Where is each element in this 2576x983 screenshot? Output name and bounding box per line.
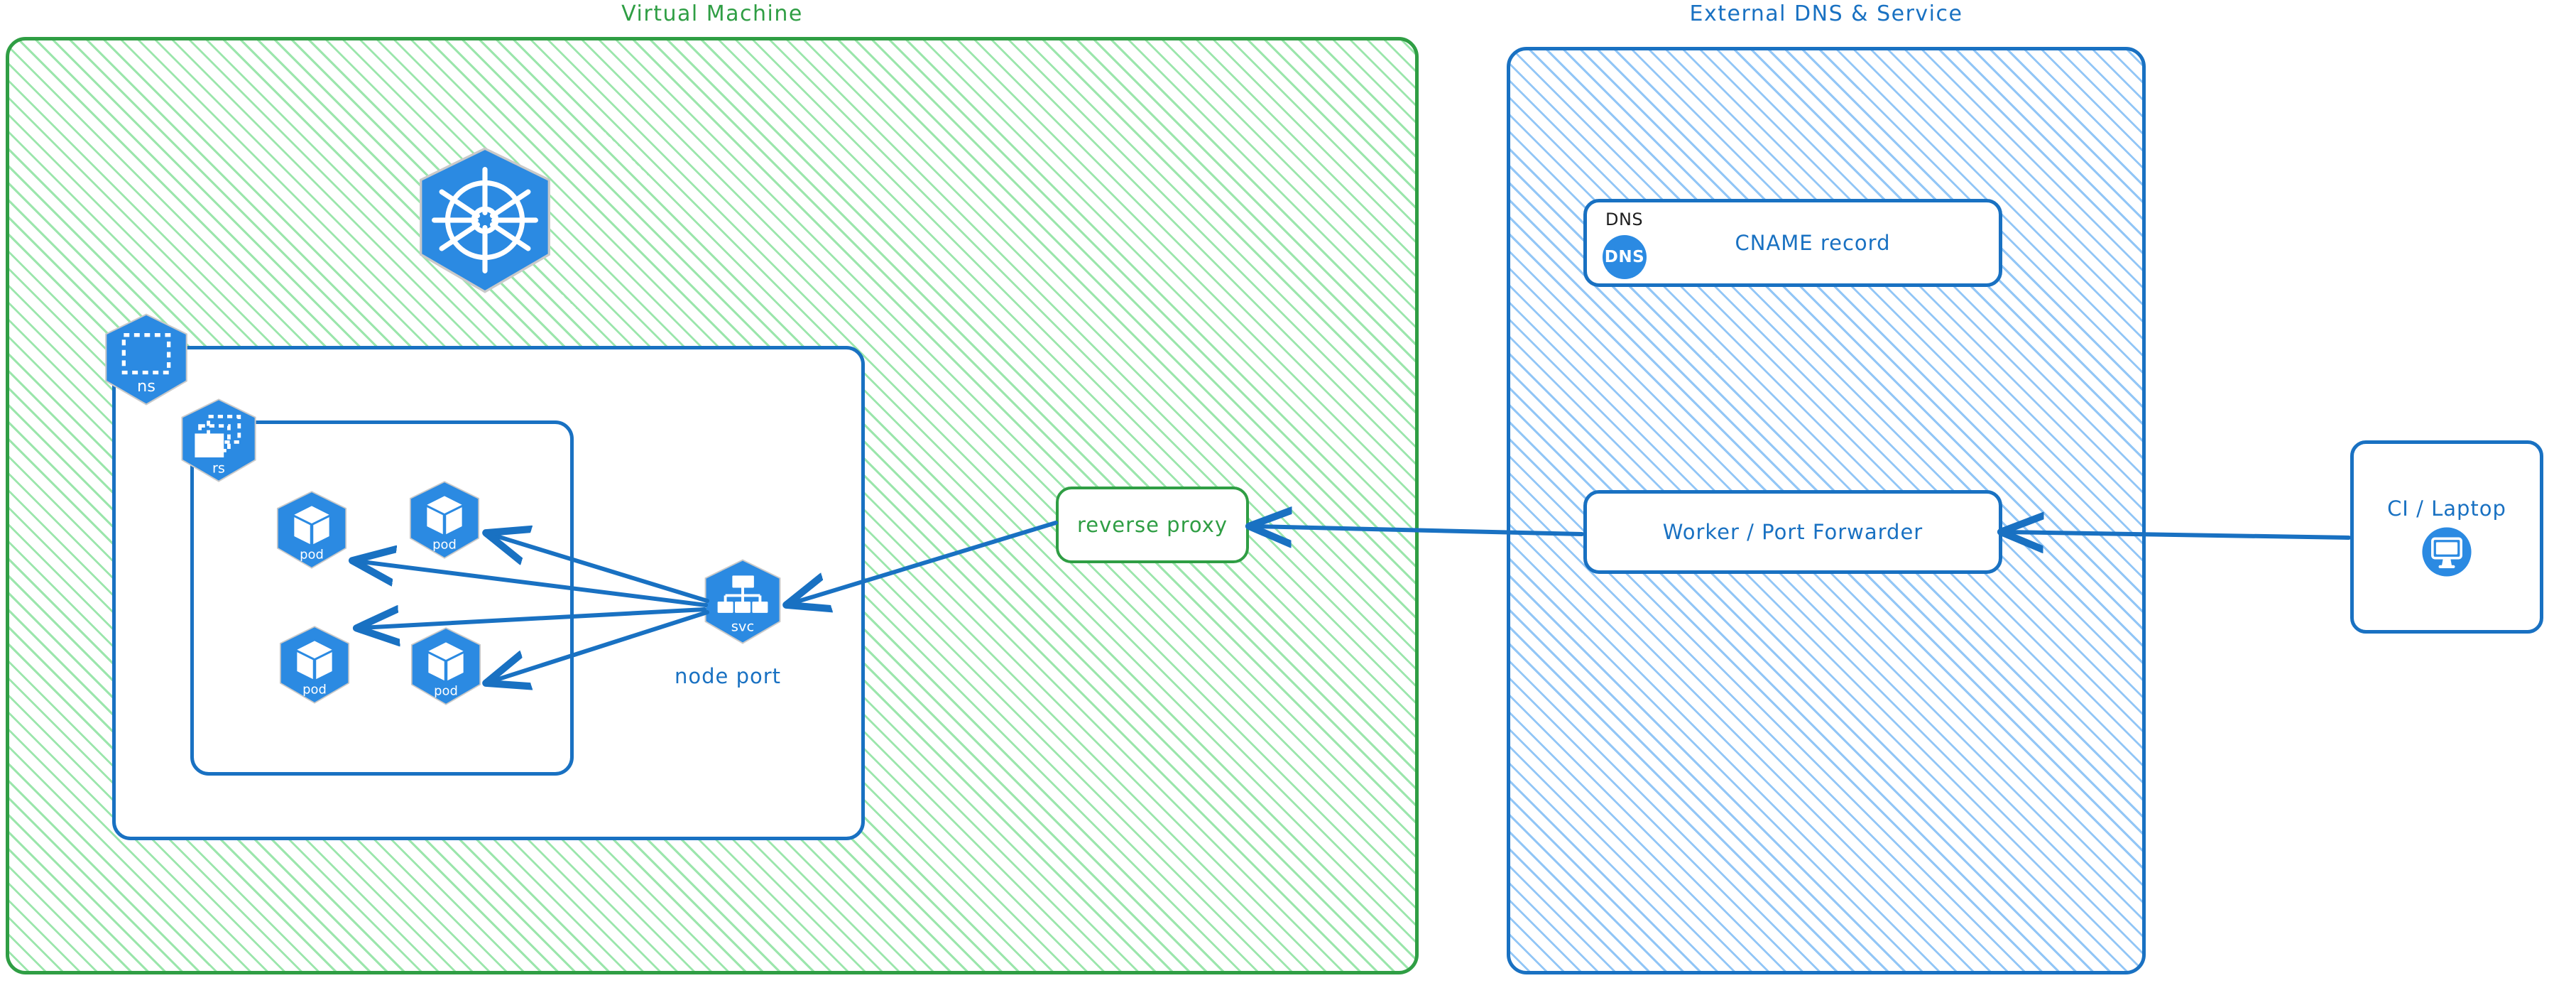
k8s-replicaset-icon: rs [176,398,261,483]
namespace-icon-label: ns [137,377,155,396]
reverse-proxy-box[interactable]: reverse proxy [1056,487,1249,563]
dns-cname-record-card[interactable]: DNS DNS CNAME record [1583,199,2002,287]
k8s-pod-icon: pod [272,490,351,570]
replicaset-icon-label: rs [212,460,225,477]
svg-text:pod: pod [300,547,324,562]
svg-text:svc: svc [731,618,754,634]
k8s-namespace-icon: ns [99,313,193,406]
dns-badge-icon: DNS [1603,235,1647,279]
k8s-pod-icon: pod [405,480,484,560]
kubernetes-logo [410,146,560,295]
desktop-monitor-icon [2421,526,2472,577]
k8s-service-icon: svc [699,558,786,645]
worker-port-forwarder-box[interactable]: Worker / Port Forwarder [1583,490,2002,574]
k8s-pod-icon: pod [275,625,354,705]
svg-text:pod: pod [434,683,458,698]
reverse-proxy-label: reverse proxy [1076,513,1228,537]
k8s-pod-icon: pod [406,626,486,706]
group-title-external-dns-service: External DNS & Service [1689,1,1963,26]
group-title-virtual-machine: Virtual Machine [621,1,803,26]
dns-cname-record-label: CNAME record [1735,231,1891,255]
worker-port-forwarder-label: Worker / Port Forwarder [1662,520,1923,544]
node-port-caption: node port [675,664,782,688]
ci-laptop-box[interactable]: CI / Laptop [2350,440,2543,634]
dns-card-title: DNS [1605,210,1644,229]
ci-laptop-label: CI / Laptop [2387,496,2506,521]
svg-text:pod: pod [432,537,457,552]
svg-text:pod: pod [302,682,327,697]
